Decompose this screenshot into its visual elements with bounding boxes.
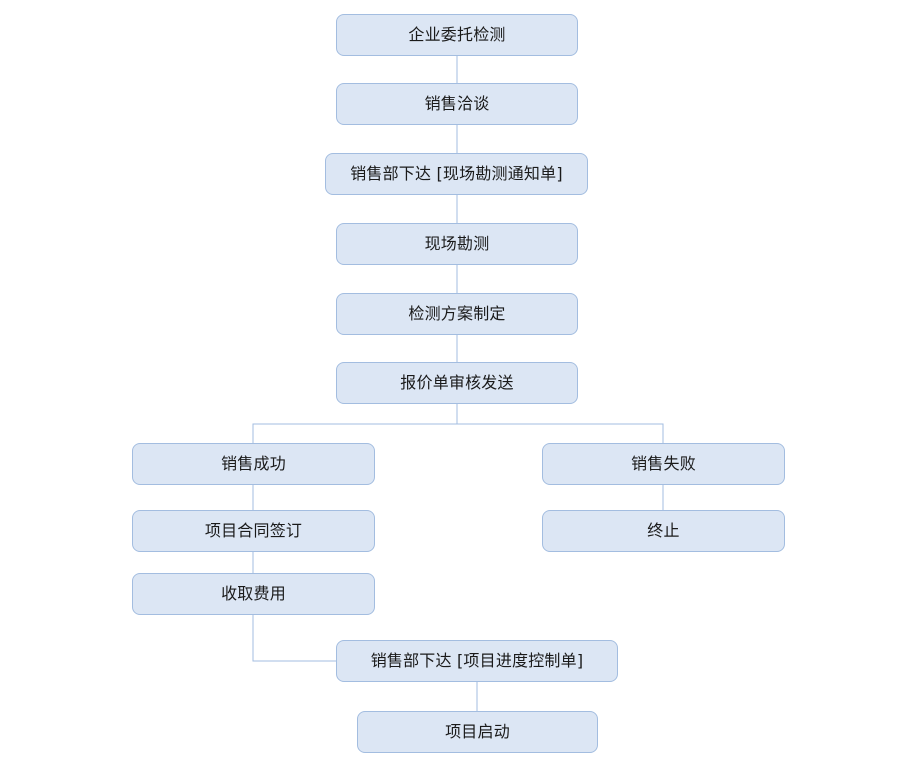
flow-node-n10[interactable]: 终止 (542, 510, 785, 552)
flow-node-label: 检测方案制定 (408, 304, 506, 324)
flow-node-n13[interactable]: 项目启动 (357, 711, 598, 753)
flow-node-label: 销售部下达 [项目进度控制单] (370, 651, 584, 671)
flow-node-n5[interactable]: 检测方案制定 (336, 293, 578, 335)
flow-node-label: 销售洽谈 (424, 94, 490, 114)
flow-node-label: 销售部下达 [现场勘测通知单] (350, 164, 563, 184)
flow-node-label: 报价单审核发送 (400, 373, 514, 393)
flow-node-n2[interactable]: 销售洽谈 (336, 83, 578, 125)
flow-node-label: 销售失败 (631, 454, 696, 474)
flow-node-label: 销售成功 (221, 454, 286, 474)
flow-node-label: 收取费用 (221, 584, 286, 604)
flow-node-n6[interactable]: 报价单审核发送 (336, 362, 578, 404)
flow-node-n12[interactable]: 销售部下达 [项目进度控制单] (336, 640, 618, 682)
flow-node-label: 企业委托检测 (408, 25, 506, 45)
flow-node-label: 项目启动 (445, 722, 510, 742)
flow-node-n4[interactable]: 现场勘测 (336, 223, 578, 265)
flow-node-n1[interactable]: 企业委托检测 (336, 14, 578, 56)
edge-n6-to-n7 (252, 404, 458, 443)
flow-node-n9[interactable]: 项目合同签订 (132, 510, 375, 552)
flow-node-label: 终止 (647, 521, 680, 541)
flow-node-n3[interactable]: 销售部下达 [现场勘测通知单] (325, 153, 588, 195)
flow-node-label: 项目合同签订 (204, 521, 303, 541)
edge-n6-to-n8 (457, 423, 664, 443)
flow-node-n11[interactable]: 收取费用 (132, 573, 375, 615)
flow-node-n7[interactable]: 销售成功 (132, 443, 375, 485)
edge-n11-to-n12 (252, 615, 336, 662)
flow-node-n8[interactable]: 销售失败 (542, 443, 785, 485)
flow-node-label: 现场勘测 (424, 234, 490, 254)
